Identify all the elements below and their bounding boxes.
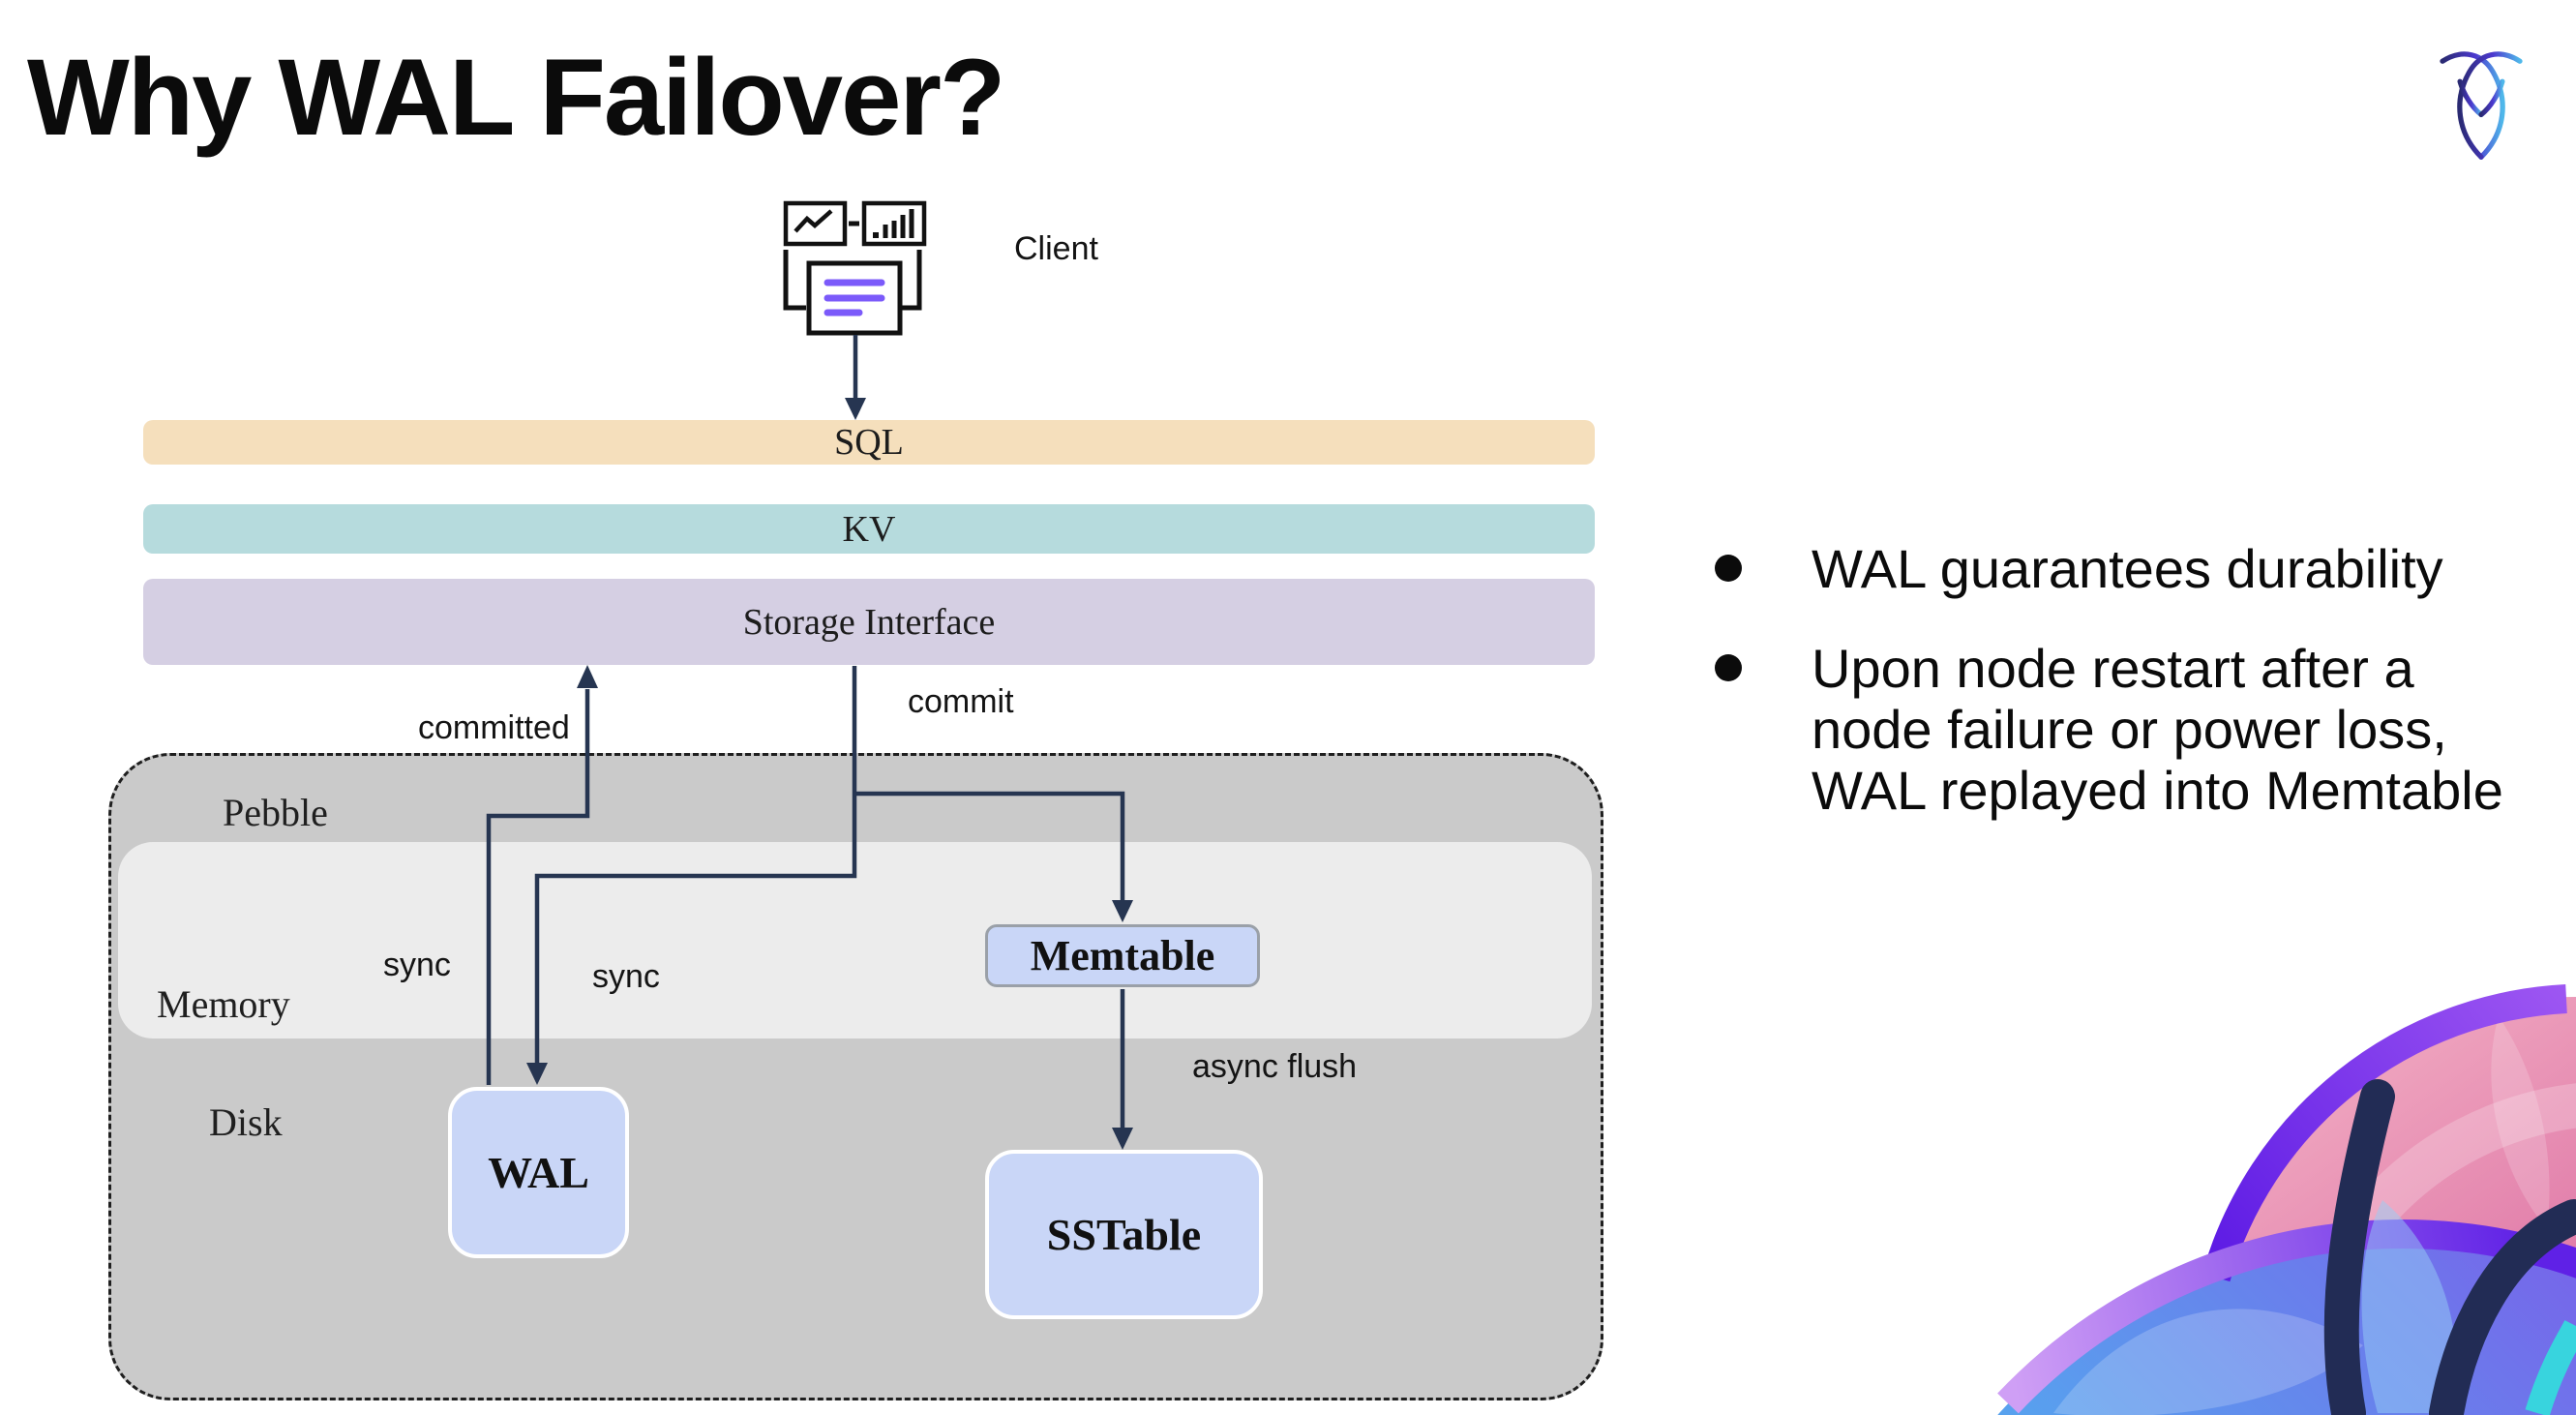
cockroachdb-brand-graphic [1997,984,2576,1415]
arrowhead-down-sql [845,398,866,420]
bullet-item: Upon node restart after a node failure o… [1715,638,2528,821]
edge-label-async-flush: async flush [1192,1048,1358,1085]
purple-arc-right [2202,984,2567,1282]
layer-bar-storage-label: Storage Interface [742,601,996,643]
memtable-node: Memtable [985,924,1260,987]
edge-label-sync-left: sync [383,947,451,983]
layer-bar-kv: KV [143,504,1595,554]
edge-label-sync-right: sync [592,958,660,995]
layer-bar-sql-label: SQL [834,422,904,463]
bullet-list: WAL guarantees durability Upon node rest… [1715,538,2528,859]
client-app-icon [783,200,927,336]
edge-label-committed: committed [418,709,570,746]
layer-bar-kv-label: KV [842,508,896,550]
memory-label: Memory [157,982,290,1026]
arrowhead-up-storage [577,665,598,688]
memory-region [118,842,1592,1039]
layer-bar-storage-interface: Storage Interface [143,579,1595,665]
pebble-label: Pebble [223,791,328,834]
sstable-node-label: SSTable [1046,1210,1202,1259]
client-label: Client [1014,230,1098,267]
teal-arc [2525,1319,2576,1415]
wal-node-label: WAL [488,1148,589,1197]
bullet-text: WAL guarantees durability [1812,538,2443,599]
navy-stem-left [2323,1079,2395,1415]
slide-title: Why WAL Failover? [27,37,1005,158]
bullet-dot [1715,555,1742,582]
bracket-right [899,250,922,311]
cockroachdb-logo-icon [2440,51,2523,160]
line-chart-icon [783,200,848,247]
bracket-left [783,250,806,311]
memtable-node-label: Memtable [1030,932,1215,979]
bullet-dot [1715,654,1742,681]
sstable-node: SSTable [985,1150,1263,1319]
navy-stem-right [2429,1199,2576,1415]
disk-label: Disk [209,1100,283,1144]
edge-label-commit: commit [908,683,1014,720]
wal-node: WAL [448,1087,629,1258]
layer-bar-sql: SQL [143,420,1595,465]
bullet-text: Upon node restart after a node failure o… [1812,638,2503,821]
bullet-item: WAL guarantees durability [1715,538,2528,599]
